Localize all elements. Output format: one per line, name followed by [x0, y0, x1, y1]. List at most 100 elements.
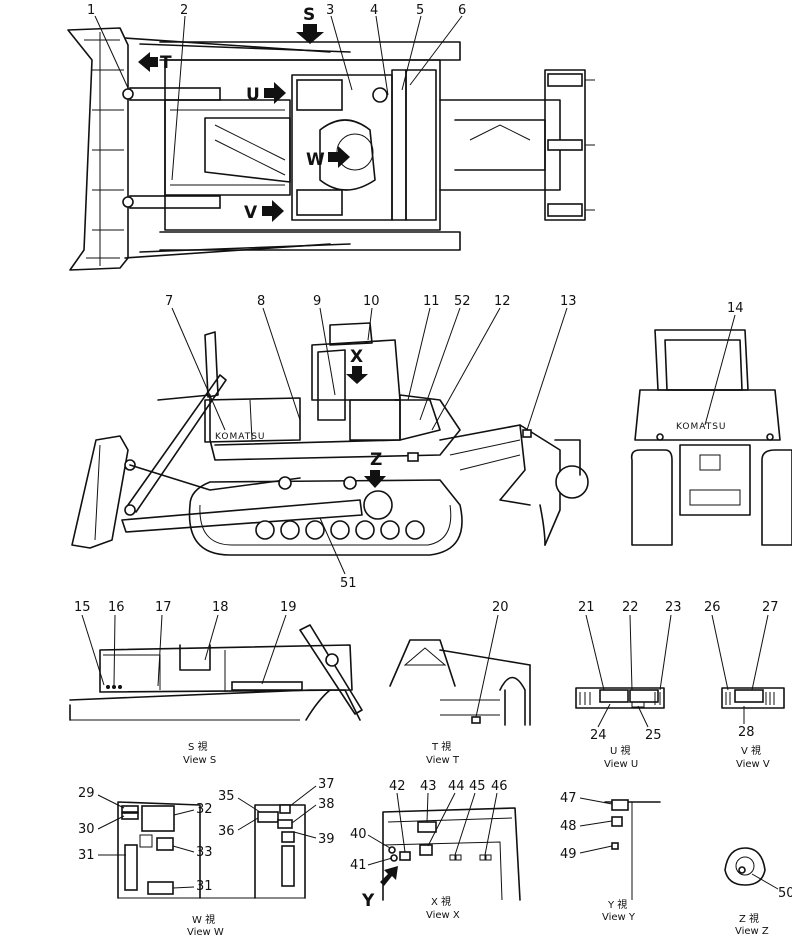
arrow-s: S — [296, 5, 324, 44]
view-u: U 視 View U — [575, 687, 665, 770]
callout-7: 7 — [165, 294, 173, 309]
callout-49: 49 — [560, 847, 577, 862]
view-u-caption: View U — [604, 759, 638, 770]
view-t: T 視 View T — [389, 639, 531, 766]
view-w: W 視 View W — [117, 801, 306, 937]
callouts-view-s: 15 16 17 18 19 — [74, 600, 297, 687]
callout-31b: 31 — [196, 879, 213, 894]
callouts-view-v: 26 27 28 — [704, 600, 779, 740]
view-v-kanji: V 視 — [741, 744, 761, 757]
view-y: Y 視 View Y — [602, 799, 661, 923]
callout-8: 8 — [257, 294, 265, 309]
arrow-z: Z — [364, 450, 386, 488]
view-z-caption: View Z — [735, 926, 769, 937]
view-v-caption: View V — [736, 759, 770, 770]
callout-24: 24 — [590, 728, 607, 743]
callout-29: 29 — [78, 786, 95, 801]
arrow-letter-y: Y — [361, 891, 375, 911]
callout-47: 47 — [560, 791, 577, 806]
callout-12: 12 — [494, 294, 511, 309]
callout-25: 25 — [645, 728, 662, 743]
view-u-kanji: U 視 — [610, 744, 631, 757]
callout-51: 51 — [340, 576, 357, 591]
callout-44: 44 — [448, 779, 465, 794]
view-t-caption: View T — [426, 755, 460, 766]
arrow-letter-z: Z — [370, 450, 382, 470]
callout-39: 39 — [318, 832, 335, 847]
view-s: S 視 View S — [69, 624, 363, 766]
callout-50: 50 — [778, 886, 792, 901]
view-y-caption: View Y — [602, 912, 636, 923]
callout-19: 19 — [280, 600, 297, 615]
callout-37: 37 — [318, 777, 335, 792]
callout-11: 11 — [423, 294, 440, 309]
view-t-kanji: T 視 — [431, 740, 451, 753]
view-x: X 視 View X — [382, 807, 521, 921]
callout-31a: 31 — [78, 848, 95, 863]
callout-5: 5 — [416, 3, 424, 18]
arrow-w: W — [306, 146, 350, 170]
callout-45: 45 — [469, 779, 486, 794]
callout-33: 33 — [196, 845, 213, 860]
arrow-x: X — [346, 347, 368, 384]
view-y-kanji: Y 視 — [607, 898, 627, 911]
view-z-kanji: Z 視 — [739, 912, 759, 925]
callouts-view-t: 20 — [475, 600, 509, 718]
callout-4: 4 — [370, 3, 378, 18]
callout-27: 27 — [762, 600, 779, 615]
callout-10: 10 — [363, 294, 380, 309]
callouts-view-u: 21 22 23 24 25 — [578, 600, 682, 743]
callout-17: 17 — [155, 600, 172, 615]
view-w-caption: View W — [187, 927, 224, 937]
rear-view: KOMATSU — [630, 329, 792, 546]
view-v: V 視 View V — [721, 687, 785, 770]
callout-30: 30 — [78, 822, 95, 837]
callout-26: 26 — [704, 600, 721, 615]
view-s-kanji: S 視 — [188, 740, 208, 753]
callout-32: 32 — [196, 802, 213, 817]
view-x-caption: View X — [426, 910, 460, 921]
view-z: Z 視 View Z — [724, 847, 769, 937]
callouts-view-w: 29 30 31 32 33 31 35 36 37 38 39 — [78, 777, 335, 894]
arrow-letter-s: S — [303, 5, 315, 25]
callout-42: 42 — [389, 779, 406, 794]
callout-15: 15 — [74, 600, 91, 615]
view-x-kanji: X 視 — [431, 895, 451, 908]
arrow-letter-t: T — [160, 53, 172, 73]
callout-18: 18 — [212, 600, 229, 615]
callouts-rear: 14 — [704, 301, 744, 426]
callout-28: 28 — [738, 725, 755, 740]
callout-40: 40 — [350, 827, 367, 842]
callout-20: 20 — [492, 600, 509, 615]
side-view: KOMATSU — [71, 322, 589, 556]
arrow-v: V — [244, 200, 284, 223]
callout-6: 6 — [458, 3, 466, 18]
callout-23: 23 — [665, 600, 682, 615]
arrow-letter-u: U — [246, 85, 260, 105]
callout-52: 52 — [454, 294, 471, 309]
callout-38: 38 — [318, 797, 335, 812]
callout-46: 46 — [491, 779, 508, 794]
callout-21: 21 — [578, 600, 595, 615]
arrow-y: Y — [361, 866, 398, 911]
callouts-top: 1 2 3 4 5 6 — [87, 3, 466, 181]
callout-14: 14 — [727, 301, 744, 316]
callout-48: 48 — [560, 819, 577, 834]
komatsu-side-label: KOMATSU — [215, 432, 266, 442]
callout-43: 43 — [420, 779, 437, 794]
callouts-view-x: 40 41 42 43 44 45 46 — [350, 779, 508, 873]
callout-16: 16 — [108, 600, 125, 615]
arrow-letter-x: X — [350, 347, 363, 367]
view-s-caption: View S — [183, 755, 216, 766]
callout-35: 35 — [218, 789, 235, 804]
komatsu-rear-label: KOMATSU — [676, 422, 727, 432]
callout-9: 9 — [313, 294, 321, 309]
callout-22: 22 — [622, 600, 639, 615]
callout-36: 36 — [218, 824, 235, 839]
callouts-side: 7 8 9 10 11 52 12 13 51 — [165, 294, 577, 591]
callout-41: 41 — [350, 858, 367, 873]
callout-3: 3 — [326, 3, 334, 18]
callout-2: 2 — [180, 3, 188, 18]
callout-13: 13 — [560, 294, 577, 309]
callout-1: 1 — [87, 3, 95, 18]
